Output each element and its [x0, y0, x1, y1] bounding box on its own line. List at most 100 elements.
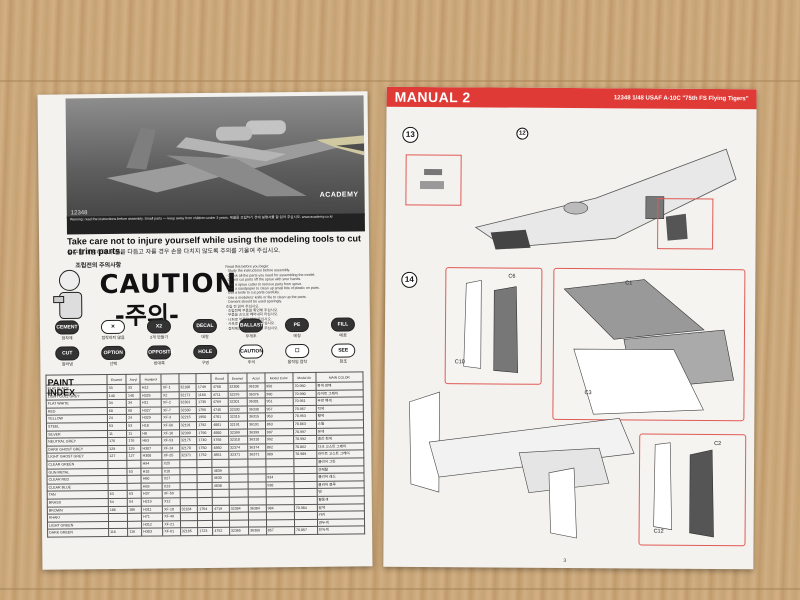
paint-code-cell: 4768	[211, 436, 229, 445]
paint-code-cell: 33	[126, 384, 141, 392]
column-header: Humbrol	[140, 373, 162, 385]
paint-code-cell: XF-49	[162, 512, 181, 521]
paint-code-cell: 116	[127, 528, 142, 537]
paint-code-cell: 1950	[196, 413, 212, 422]
paint-code-cell: 32365	[229, 527, 249, 536]
paint-name-cell: DARK GREEN	[47, 528, 109, 538]
paint-code-cell: 32301	[178, 398, 197, 407]
paint-code-cell: 36330	[247, 405, 266, 414]
paint-code-cell	[179, 474, 198, 483]
paint-code-cell	[197, 489, 213, 498]
paint-code-cell: 1755	[196, 406, 212, 414]
paint-code-cell	[127, 520, 142, 529]
paint-code-cell: 36108	[247, 382, 265, 391]
step-number-14: 14	[401, 271, 418, 288]
paint-code-cell: X23	[162, 482, 180, 491]
part-label-c10: C10	[454, 359, 465, 366]
paint-code-cell: XF-24	[161, 444, 180, 453]
paint-code-cell: 1740	[196, 436, 212, 445]
paint-code-cell	[197, 459, 213, 468]
paint-code-cell: 1749	[196, 383, 212, 392]
paint-code-cell	[127, 513, 142, 522]
table-plank-seam	[0, 80, 800, 82]
paint-code-cell: 36376	[247, 390, 265, 399]
paint-code-cell	[212, 489, 230, 498]
detail-frame-rudder	[444, 267, 543, 385]
paint-code-cell: 32175	[179, 436, 198, 445]
paint-code-cell: 진녹색	[317, 526, 365, 535]
paint-code-cell	[248, 473, 266, 482]
manual-title: MANUAL 2	[394, 88, 471, 106]
page-number: 3	[563, 557, 567, 564]
warning-strip: Warning: read the instructions before as…	[66, 213, 365, 235]
paint-code-cell: XF-25	[162, 452, 180, 460]
paint-code-cell: 4851	[212, 451, 229, 460]
paint-code-cell: 11	[107, 429, 127, 438]
paint-code-cell: 4838	[212, 481, 229, 490]
no-cement-symbol: ✕접착하지 않음	[91, 319, 135, 341]
paint-code-cell	[127, 460, 142, 468]
aircraft-box-art: ACADEMY 12348	[65, 95, 365, 219]
paint-title-line: INDEX	[47, 387, 76, 398]
paint-code-cell: 4880	[211, 428, 229, 437]
paint-code-cell	[179, 467, 198, 475]
paint-code-cell: 32191	[228, 421, 248, 429]
paint-code-cell: 60	[107, 407, 127, 415]
paint-code-cell	[212, 459, 229, 467]
paint-code-cell: 32191	[179, 421, 197, 430]
paint-code-cell: 36318	[247, 436, 266, 444]
column-header: Enamel	[227, 373, 248, 384]
paint-code-cell: 140	[107, 391, 127, 400]
part-label-c1: C1	[625, 280, 633, 287]
paint-code-cell: 1752	[197, 451, 213, 460]
paint-code-cell: 33	[107, 384, 127, 393]
paint-code-cell: 186	[127, 505, 142, 514]
column-header: Acryl	[126, 374, 141, 385]
paint-code-cell: 4745	[211, 406, 229, 414]
paint-code-cell: 32399	[179, 429, 197, 437]
paint-code-cell: 36315	[247, 413, 266, 422]
paint-code-cell: X2	[161, 391, 179, 400]
paint-code-cell: 127	[127, 452, 142, 461]
paint-code-cell: 54	[127, 498, 142, 506]
column-header: MAIN COLOR	[315, 371, 364, 383]
paint-code-cell: 70.857	[294, 526, 318, 535]
paint-code-cell: XF-16	[161, 429, 180, 438]
paint-code-cell: 53	[127, 467, 142, 476]
paint-code-cell: XF-56	[161, 421, 180, 430]
paint-code-cell	[197, 497, 213, 506]
paint-code-cell: 32376	[227, 390, 248, 399]
paint-code-cell: 1754	[197, 504, 213, 513]
caution-paint-index-sheet: ACADEMY 12348 Warning: read the instruct…	[37, 91, 373, 570]
paint-code-cell: 1792	[196, 421, 212, 430]
paint-code-cell: XF-61	[162, 528, 181, 536]
fin-detail-parts	[653, 442, 714, 538]
paint-code-cell: 53	[126, 422, 141, 430]
paint-code-cell	[248, 481, 266, 490]
manual-2-sheet: MANUAL 2 12348 1/48 USAF A-10C "75th FS …	[383, 86, 757, 570]
paint-code-cell: 34	[126, 399, 141, 408]
paint-code-cell	[248, 511, 267, 520]
detail-frame-stabilizer	[552, 267, 746, 422]
paint-code-cell	[248, 489, 266, 497]
paint-code-cell	[197, 512, 213, 521]
paint-code-cell: 857	[266, 526, 295, 535]
paint-code-cell: 32178	[179, 444, 198, 453]
paint-index-table: Enamel Acryl Humbrol Revell Enamel Acryl…	[45, 371, 365, 538]
brand-logo: ACADEMY	[319, 191, 359, 199]
column-header	[178, 373, 197, 384]
paint-code-cell: 32330	[228, 405, 248, 414]
paint-code-cell: X10	[162, 467, 180, 476]
paint-code-cell: 32171	[178, 391, 197, 399]
paint-code-cell: 129	[126, 444, 142, 453]
paint-code-cell: 63	[127, 490, 142, 499]
table-plank-seam	[0, 588, 800, 590]
paint-code-cell: H303	[141, 528, 163, 537]
